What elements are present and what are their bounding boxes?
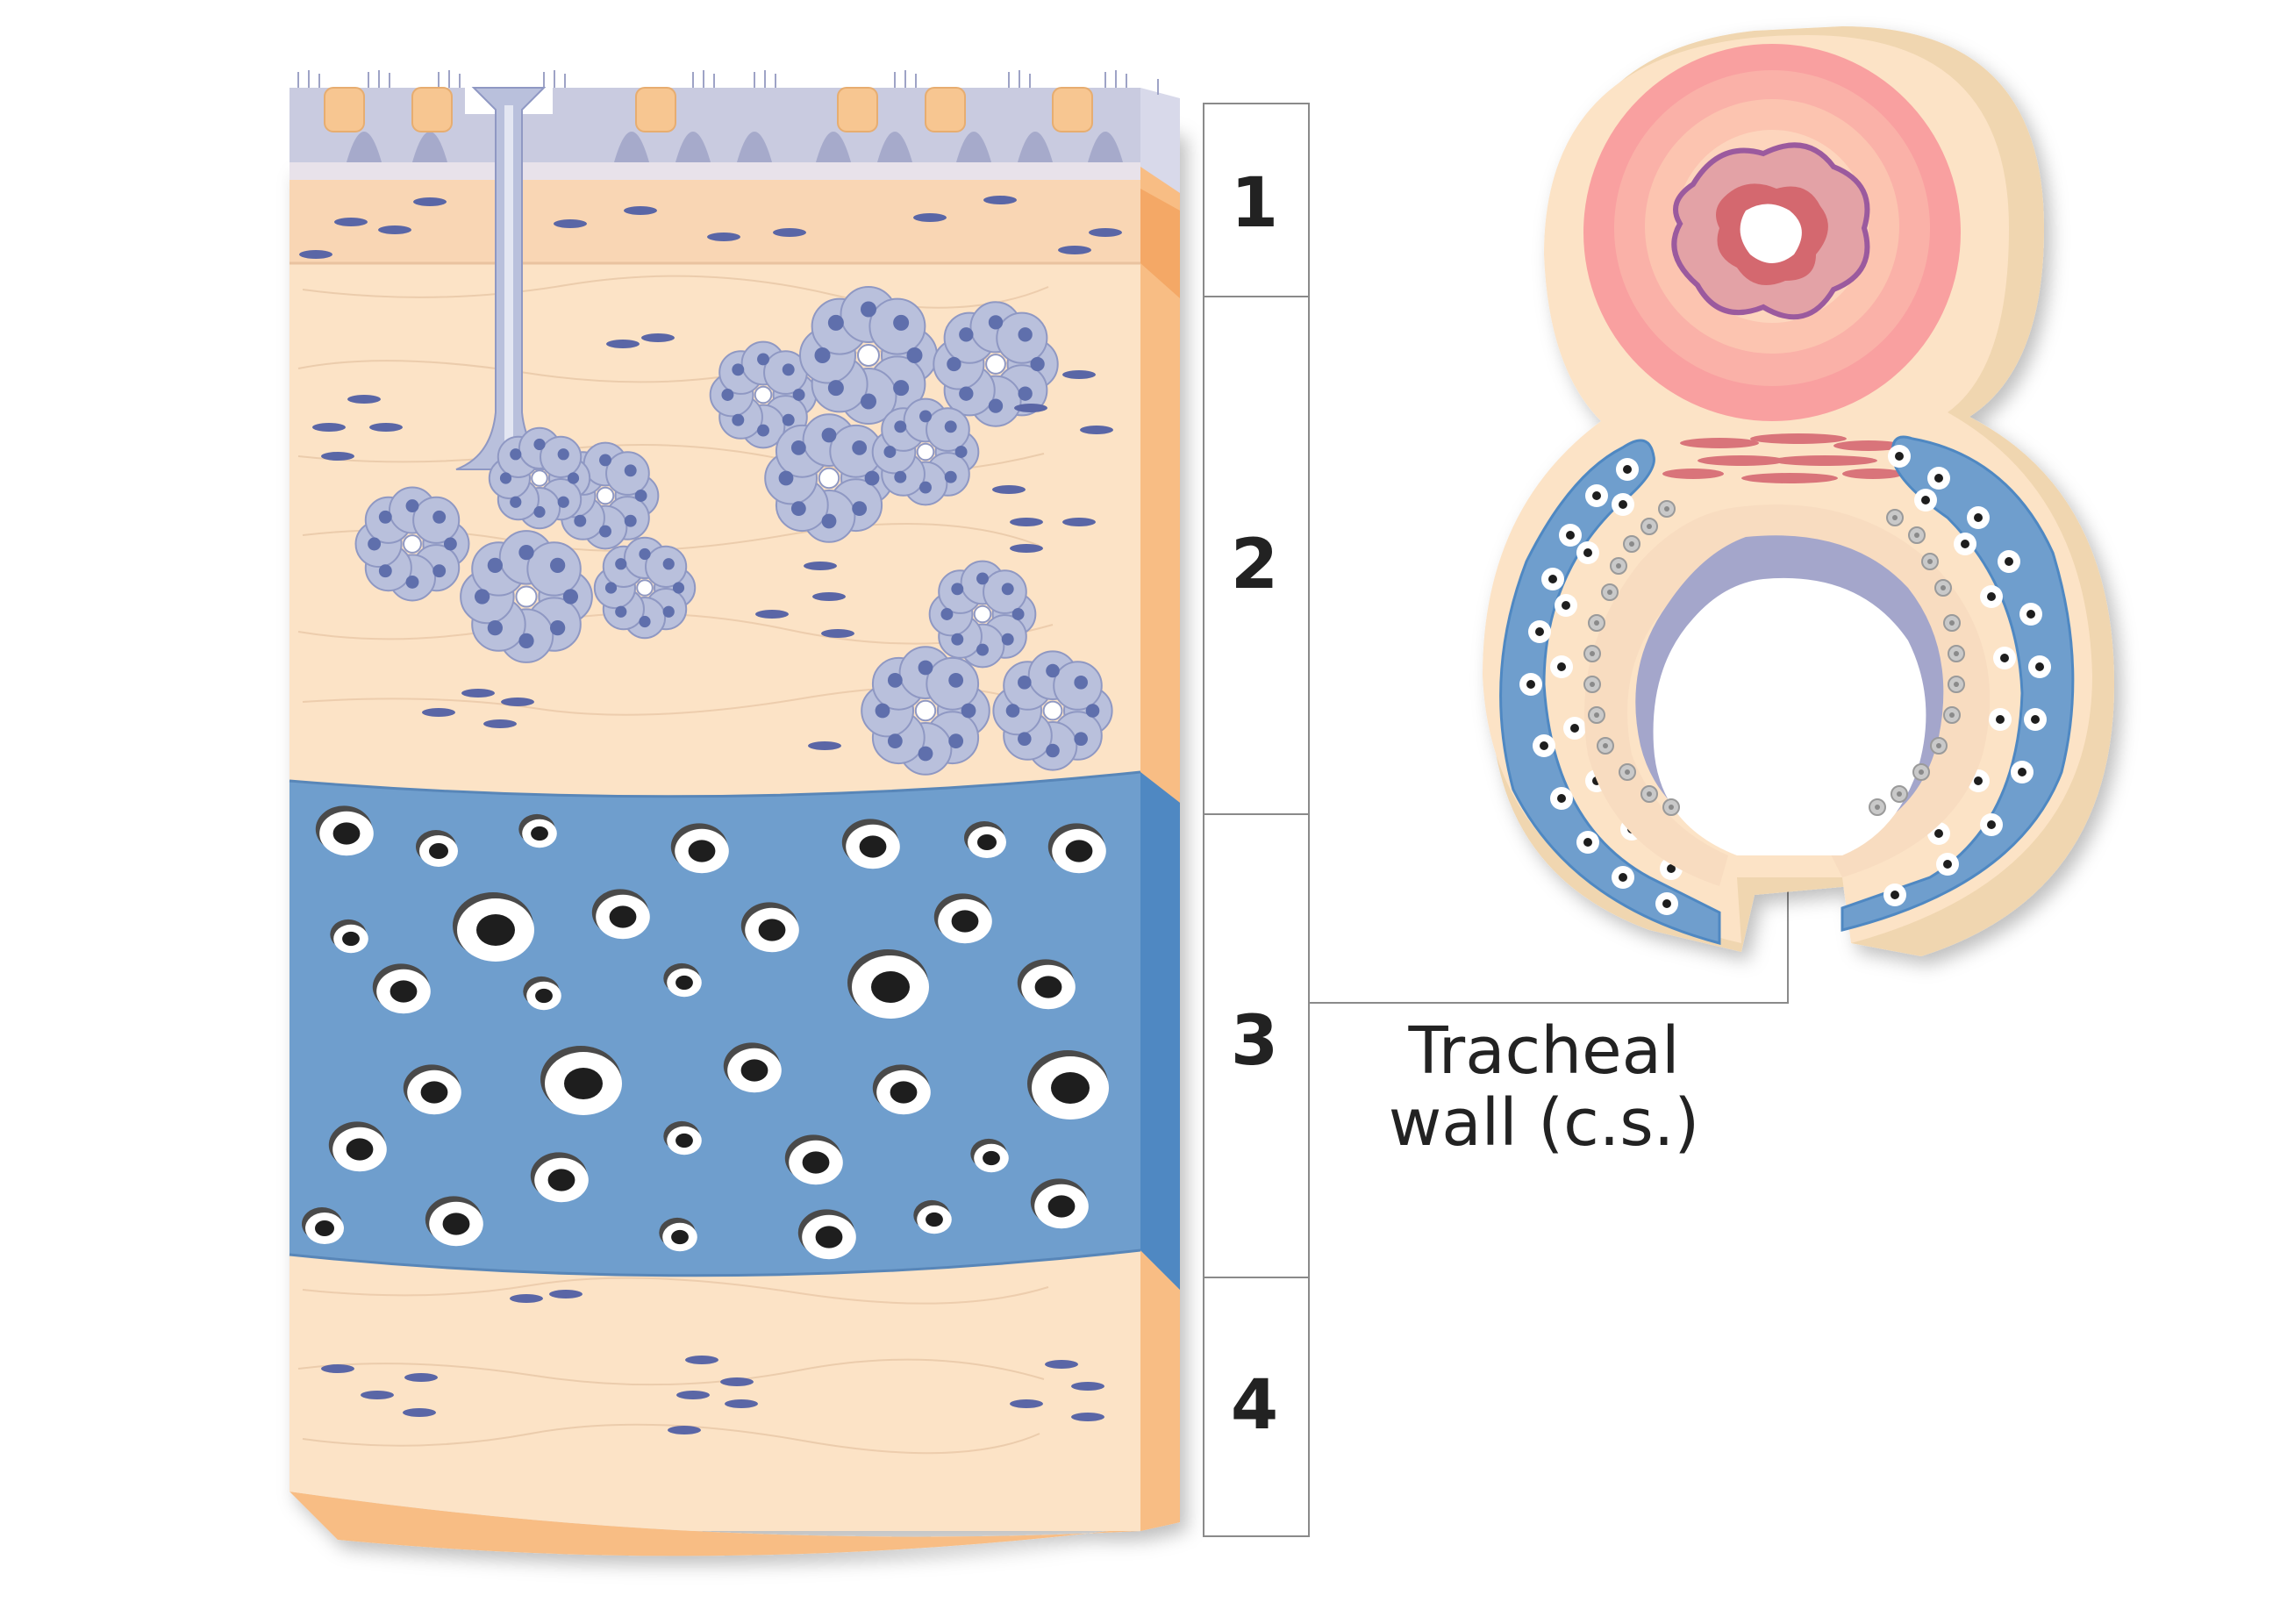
chondrocyte (328, 1121, 387, 1172)
chondrocyte (453, 892, 534, 962)
chondrocyte (330, 919, 368, 954)
gland-duct (455, 87, 562, 470)
tracheal-lumen (1583, 500, 1991, 886)
chondrocyte (372, 963, 431, 1014)
chondrocyte (663, 1120, 702, 1155)
cartilage-ring (1499, 435, 2075, 945)
gland-acinus (992, 650, 1113, 771)
gland-acinus (861, 646, 990, 776)
chondrocyte (913, 1199, 952, 1234)
gland-acinus (933, 301, 1059, 427)
layer-label-1: 1 (1231, 164, 1278, 243)
caption-line-1: Tracheal (1407, 1013, 1679, 1089)
chondrocyte (403, 1064, 461, 1115)
chondrocyte (1017, 959, 1076, 1010)
chondrocyte (797, 1209, 856, 1260)
gland-acinus (928, 560, 1037, 669)
block-side-face-upper (1140, 189, 1180, 298)
chondrocyte (591, 889, 650, 940)
chondrocyte (740, 902, 799, 953)
chondrocyte (659, 1217, 697, 1252)
chondrocyte (540, 1046, 622, 1115)
caption-line-2: wall (c.s.) (1389, 1085, 1700, 1161)
chondrocyte (663, 962, 702, 998)
layer-label-2: 2 (1231, 526, 1278, 605)
layer-label-3: 3 (1231, 1002, 1278, 1081)
lamina-propria-band (289, 167, 1140, 263)
chondrocyte (670, 823, 729, 874)
gland-acinus (488, 426, 591, 530)
layer-bracket (1203, 103, 1789, 1537)
gland-acinus (871, 397, 980, 506)
chondrocyte (784, 1134, 843, 1185)
chondrocyte (523, 976, 561, 1011)
submucosal-glands (354, 286, 1113, 776)
gland-acinus (593, 536, 697, 640)
chondrocyte (933, 893, 992, 944)
chondrocyte (970, 1138, 1009, 1173)
chondrocyte (518, 813, 557, 848)
chondrocyte (315, 805, 374, 856)
esophagus (1583, 44, 1961, 421)
layer-label-4: 4 (1231, 1366, 1278, 1445)
chondrocyte (964, 821, 1006, 858)
chondrocyte (841, 819, 900, 869)
hyaline-cartilage (289, 770, 1180, 1290)
chondrocyte (1047, 823, 1106, 874)
block-bottom-face (289, 1492, 1180, 1556)
fibroblast-nuclei (299, 196, 1122, 1434)
trachealis-muscle (1662, 433, 1904, 483)
chondrocyte (425, 1196, 483, 1247)
chondrocyte (530, 1152, 589, 1203)
chondrocyte (1030, 1178, 1089, 1229)
gland-acinus (799, 286, 938, 425)
chondrocyte (302, 1207, 344, 1244)
chondrocyte (1027, 1050, 1109, 1120)
chondrocyte (872, 1064, 931, 1115)
gland-acinus (460, 530, 593, 663)
gland-acinus (764, 413, 894, 543)
epithelium (289, 70, 1180, 193)
chondrocyte (416, 830, 458, 867)
chondrocyte (723, 1042, 782, 1093)
chondrocyte (847, 949, 929, 1019)
gland-acinus (354, 486, 470, 602)
